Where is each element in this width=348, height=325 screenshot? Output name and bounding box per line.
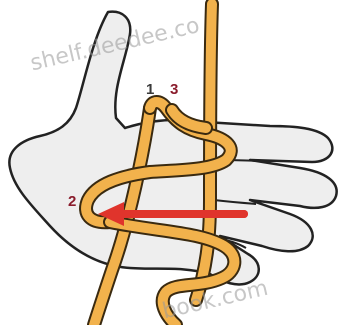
- marker-3: 3: [170, 81, 178, 98]
- hand-shape: [9, 12, 336, 285]
- marker-1: 1: [146, 81, 154, 98]
- marker-2: 2: [68, 193, 76, 210]
